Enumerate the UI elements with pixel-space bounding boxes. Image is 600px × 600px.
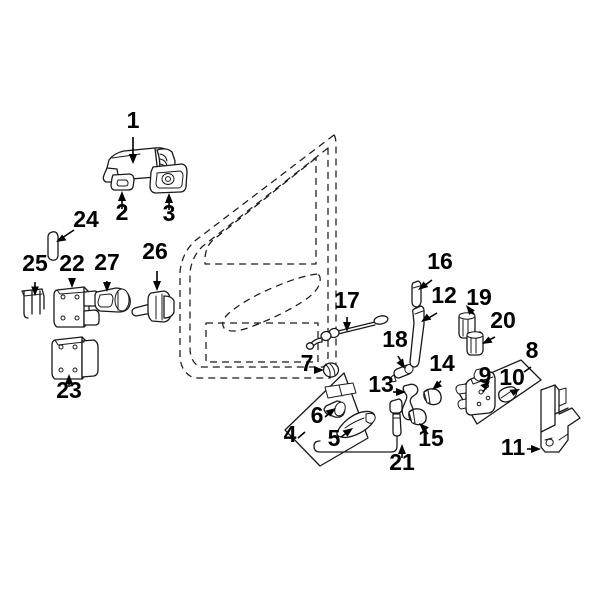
lock-rod-grommet [322,362,340,378]
callout-label-11: 11 [501,434,526,460]
callout-label-20: 20 [490,307,516,333]
callout-6-leader [324,408,336,418]
lock-cylinder-spacer [466,331,484,356]
callout-label-25: 25 [22,250,48,276]
door-latch-lock-actuator [455,368,496,416]
callout-17-leader [343,317,351,332]
callout-27-leader [103,281,111,292]
handle-to-latch-connecting-rod [305,315,389,350]
callout-label-13: 13 [368,371,394,397]
callout-25-leader [31,282,39,296]
callout-label-8: 8 [526,337,539,363]
hinge-pin [47,231,59,261]
callout-26-leader [153,271,161,291]
callout-label-4: 4 [284,421,297,447]
callout-2-leader [118,191,126,209]
lock-knob-rod-assembly [313,398,403,453]
callout-label-1: 1 [127,107,140,133]
callout-1-leader [128,137,138,164]
callout-13-leader [393,388,406,396]
callout-label-24: 24 [73,206,99,232]
callout-12-leader [421,312,438,322]
lower-door-hinge [51,336,99,380]
callout-label-23: 23 [56,377,82,403]
callout-22-leader [68,278,76,288]
callout-label-17: 17 [334,287,360,313]
callout-8-leader [523,366,532,373]
callout-4-leader [297,431,306,439]
callout-label-2: 2 [116,199,129,225]
callout-label-6: 6 [311,402,324,428]
callout-10-leader [509,389,520,396]
callout-19-leader [466,305,475,315]
front-door-shell-dashed-outline [179,134,337,379]
callout-3-leader [165,193,173,210]
lock-control-rod-long [409,305,425,368]
rod-coupler [390,364,414,383]
callout-label-22: 22 [59,250,85,276]
callout-label-5: 5 [328,425,341,451]
callout-label-26: 26 [142,238,168,264]
callout-5-leader [340,428,353,438]
handle-key-cover-cap [110,173,135,191]
callout-7-leader [314,366,324,374]
callout-11-leader [527,445,541,453]
rod-end-sleeve [411,280,422,308]
callout-label-10: 10 [499,364,525,390]
callout-9-leader [480,381,490,393]
hinge-spring-clip [21,288,45,319]
callout-label-14: 14 [429,350,455,376]
callout-15-leader [419,423,429,435]
door-striker-bracket [540,384,581,453]
callout-label-15: 15 [418,425,444,451]
door-trim-panel [284,372,369,467]
rod-retainer-clip-upper [423,388,442,406]
callout-23-leader [65,374,73,387]
callout-label-3: 3 [163,200,176,226]
callout-label-7: 7 [301,350,314,376]
callout-label-27: 27 [94,249,120,275]
callout-24-leader [56,229,75,242]
callout-16-leader [418,279,433,290]
callout-21-leader [398,444,406,458]
upper-door-hinge [53,286,100,328]
callout-label-12: 12 [431,282,457,308]
callout-label-21: 21 [389,449,415,475]
callout-18-leader [396,355,405,369]
door-check-arm [131,290,175,323]
callout-20-leader [482,336,496,344]
callout-14-leader [432,380,442,390]
callout-label-18: 18 [382,326,408,352]
callout-labels: 1 2 3 4 5 6 7 8 9 10 11 12 13 14 15 16 1… [22,107,538,475]
callout-label-19: 19 [466,284,492,310]
rod-retainer-clip-lower [408,408,427,426]
door-check-bracket [94,287,131,313]
callout-label-9: 9 [479,362,492,388]
handle-bezel-escutcheon [149,163,188,194]
callout-label-16: 16 [427,248,453,274]
